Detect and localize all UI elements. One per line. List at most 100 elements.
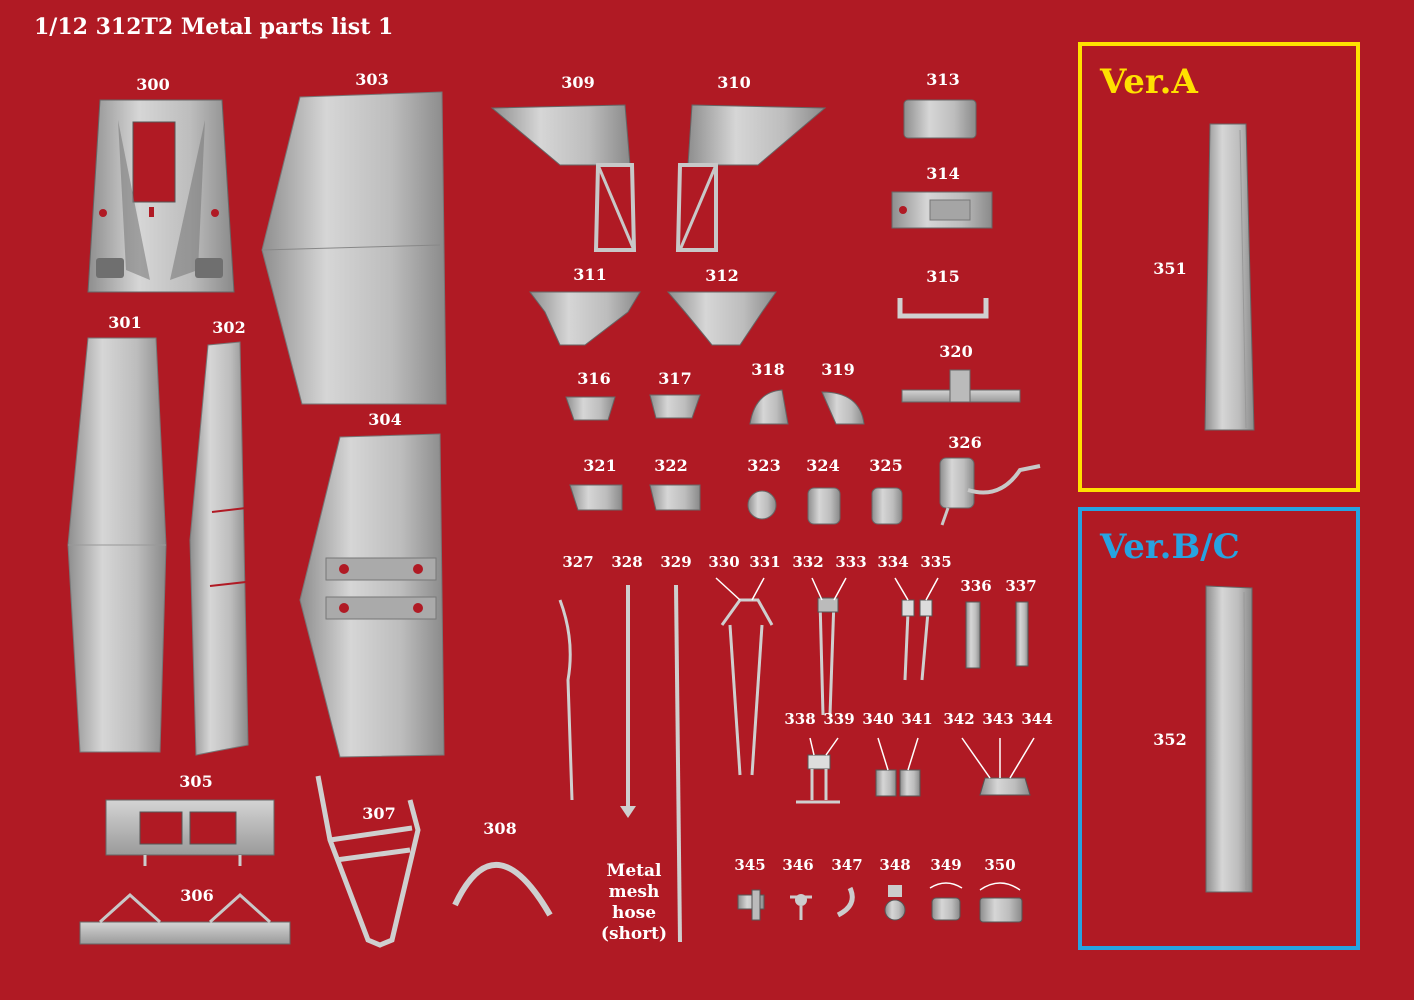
part-label: 311 [573, 265, 607, 284]
part-label: 331 [749, 553, 781, 571]
part-label: 314 [926, 164, 960, 183]
part-label: 312 [705, 266, 739, 285]
part-326-reservoir [939, 457, 1041, 526]
hose-label-line: mesh [608, 882, 660, 902]
part-label: 341 [901, 710, 933, 728]
part-316-bracket [565, 396, 616, 421]
part-label: 320 [939, 342, 973, 361]
part-label: 328 [611, 553, 643, 571]
part-315-bracket [897, 298, 989, 319]
part-301-long-panel [67, 337, 167, 753]
part-314-plate [891, 191, 993, 229]
part-323-cap [747, 490, 777, 520]
hose-label-line: Metal [606, 861, 662, 881]
part-325-canister [871, 487, 903, 525]
part-label: 307 [362, 804, 396, 823]
part-label: 309 [561, 73, 595, 92]
part-300-floor-pan [87, 99, 235, 293]
part-306-beam [79, 892, 291, 945]
part-label: 321 [583, 456, 617, 475]
part-347-elbow [836, 886, 855, 918]
part-label: 304 [368, 410, 402, 429]
part-label: 346 [782, 856, 814, 874]
part-label: 333 [835, 553, 867, 571]
part-label: 340 [862, 710, 894, 728]
part-label: 300 [136, 75, 170, 94]
part-label: 344 [1021, 710, 1053, 728]
part-label: 342 [943, 710, 975, 728]
part-308-hoop [452, 861, 553, 917]
part-label: 336 [960, 577, 992, 595]
part-label: 338 [784, 710, 816, 728]
part-351-strip [1204, 123, 1255, 431]
part-label: 306 [180, 886, 214, 905]
part-322-bracket [649, 484, 701, 511]
part-318-cover [749, 389, 789, 425]
part-label: 352 [1153, 730, 1187, 749]
part-label: 318 [751, 360, 785, 379]
part-label: 323 [747, 456, 781, 475]
part-329-mesh-hose [674, 584, 682, 943]
part-346-fitting [790, 894, 812, 920]
part-305-frame [105, 799, 275, 866]
version-bc-title: Ver.B/C [1100, 527, 1240, 567]
part-311-bracket [529, 291, 641, 346]
part-321-bracket [569, 484, 623, 511]
part-345-fitting [737, 889, 765, 921]
part-334-335-links [894, 577, 939, 681]
part-label: 303 [355, 70, 389, 89]
part-320-bar [901, 369, 1021, 403]
part-label: 301 [108, 313, 142, 332]
part-label: 335 [920, 553, 952, 571]
part-348-fitting [884, 885, 906, 921]
part-label: 345 [734, 856, 766, 874]
part-312-bracket [666, 291, 777, 346]
part-label: 317 [658, 369, 692, 388]
part-label: 315 [926, 267, 960, 286]
part-label: 327 [562, 553, 594, 571]
part-303-side-panel [261, 91, 447, 405]
part-338-339-links [796, 737, 840, 804]
version-a-box: Ver.A [1078, 42, 1360, 492]
part-label: 310 [717, 73, 751, 92]
part-label: 347 [831, 856, 863, 874]
part-327-rod [558, 599, 574, 801]
part-304-side-panel [299, 433, 445, 758]
part-352-strip [1205, 585, 1253, 893]
hose-label-line: (short) [600, 924, 668, 944]
part-336-bar [965, 601, 981, 669]
part-307-roll-hoop [315, 775, 421, 948]
part-label: 348 [879, 856, 911, 874]
part-310-bracket [675, 104, 827, 252]
version-a-title: Ver.A [1100, 62, 1198, 102]
part-label: 350 [984, 856, 1016, 874]
part-349-fitting [929, 882, 963, 921]
mesh-hose-label: Metal mesh hose (short) [594, 861, 674, 945]
part-350-fitting [979, 882, 1023, 923]
part-label: 332 [792, 553, 824, 571]
part-label: 326 [948, 433, 982, 452]
part-label: 325 [869, 456, 903, 475]
part-label: 302 [212, 318, 246, 337]
part-309-bracket [490, 104, 637, 252]
part-label: 329 [660, 553, 692, 571]
part-340-341-brackets [875, 737, 921, 797]
part-342-344-fittings [961, 737, 1035, 796]
part-label: 316 [577, 369, 611, 388]
version-bc-box: Ver.B/C [1078, 507, 1360, 950]
part-324-canister [807, 487, 841, 525]
part-label: 324 [806, 456, 840, 475]
part-label: 351 [1153, 259, 1187, 278]
part-label: 313 [926, 70, 960, 89]
part-label: 339 [823, 710, 855, 728]
part-label: 334 [877, 553, 909, 571]
part-label: 343 [982, 710, 1014, 728]
part-label: 305 [179, 772, 213, 791]
part-332-333-links [811, 577, 847, 716]
page-title: 1/12 312T2 Metal parts list 1 [34, 14, 394, 40]
part-330-331-links [715, 577, 774, 776]
part-313-box [903, 99, 977, 139]
part-label: 322 [654, 456, 688, 475]
